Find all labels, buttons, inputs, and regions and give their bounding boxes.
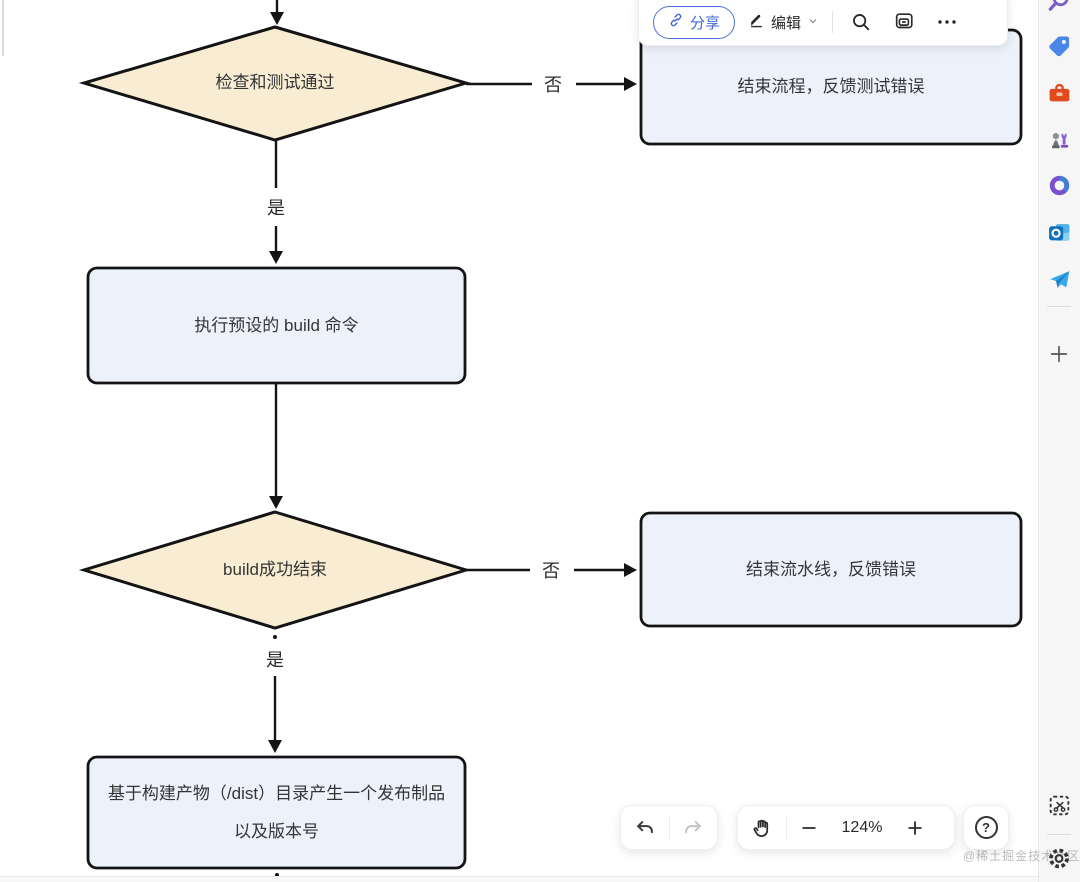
edge-label-build-yes: 是: [259, 645, 291, 673]
outlook-app-icon[interactable]: [1046, 219, 1072, 245]
zoom-in-button[interactable]: [893, 818, 937, 838]
decision-check-test[interactable]: [78, 25, 472, 142]
settings-gear-button[interactable]: [1046, 845, 1072, 871]
help-button[interactable]: ?: [963, 805, 1009, 850]
redo-button[interactable]: [670, 817, 718, 839]
edge-label-check-yes: 是: [260, 193, 292, 221]
tag-app-icon[interactable]: [1046, 33, 1072, 59]
toolbar-divider: [668, 816, 670, 839]
flowchart-canvas[interactable]: 检查和测试通过 结束流程，反馈测试错误 执行预设的 build 命令 build…: [0, 0, 1038, 882]
telegram-app-icon[interactable]: [1046, 266, 1072, 292]
edit-label: 编辑: [771, 14, 802, 32]
zoom-level: 124%: [841, 818, 883, 836]
toolbar-divider: [832, 11, 834, 33]
link-icon: [668, 12, 684, 32]
history-toolbar: [620, 805, 718, 850]
label-end-pipeline[interactable]: 结束流水线，反馈错误: [746, 559, 916, 579]
loop-app-icon[interactable]: [1046, 172, 1072, 198]
chess-app-icon[interactable]: [1046, 126, 1072, 152]
pan-tool-button[interactable]: [738, 817, 786, 839]
more-button[interactable]: [932, 7, 962, 37]
flowchart-svg: [78, 0, 1023, 877]
canvas-edge-strip: [0, 876, 1038, 882]
canvas-guide-line: [2, 0, 4, 56]
label-end-process[interactable]: 结束流程，反馈测试错误: [737, 77, 925, 97]
arrowhead-build-yes: [268, 740, 282, 753]
screenshot-snip-button[interactable]: [1046, 792, 1072, 818]
process-end-pipeline[interactable]: [639, 511, 1023, 628]
search-button[interactable]: [846, 7, 876, 37]
connector-lines: [273, 0, 624, 740]
label-check-test[interactable]: 检查和测试通过: [215, 73, 335, 93]
label-build-done[interactable]: build成功结束: [223, 560, 327, 580]
decision-build-done[interactable]: [78, 510, 472, 630]
add-app-button[interactable]: [1046, 341, 1072, 367]
edge-label-build-no: 否: [535, 556, 567, 584]
pencil-icon: [748, 12, 765, 33]
browser-sidebar: [1038, 0, 1080, 882]
arrowhead-build-in: [269, 496, 283, 509]
edge-label-check-no: 否: [537, 70, 569, 98]
search-app-icon[interactable]: [1046, 0, 1072, 14]
arrowhead-check-yes: [269, 251, 283, 264]
chevron-down-icon: [807, 14, 819, 31]
arrowhead-check-no: [624, 77, 637, 91]
process-make-artifact[interactable]: [86, 755, 467, 870]
arrowhead-build-no: [624, 563, 637, 577]
process-run-build[interactable]: [86, 266, 467, 385]
watermark: @稀土掘金技术社区: [963, 849, 1080, 863]
label-run-build[interactable]: 执行预设的 build 命令: [194, 315, 359, 335]
arrowhead-top: [270, 12, 284, 25]
comment-button[interactable]: [889, 7, 919, 37]
label-make-artifact[interactable]: 基于构建产物（/dist）目录产生一个发布制品以及版本号: [107, 784, 446, 841]
share-button[interactable]: 分享: [653, 5, 736, 39]
question-icon: ?: [974, 816, 998, 839]
toolbox-app-icon[interactable]: [1046, 80, 1072, 106]
share-label: 分享: [690, 14, 721, 32]
help-label: ?: [982, 820, 990, 835]
undo-button[interactable]: [621, 817, 669, 839]
sidebar-divider: [1047, 834, 1071, 835]
zoom-out-button[interactable]: [787, 818, 831, 838]
toolbar-divider: [786, 816, 787, 839]
edit-menu-button[interactable]: 编辑: [748, 12, 819, 33]
sidebar-divider: [1047, 306, 1071, 307]
document-toolbar: 分享 编辑: [638, 0, 1008, 46]
connector-dot: [273, 635, 277, 639]
arrowheads: [268, 12, 637, 877]
zoom-toolbar: 124%: [737, 805, 955, 850]
